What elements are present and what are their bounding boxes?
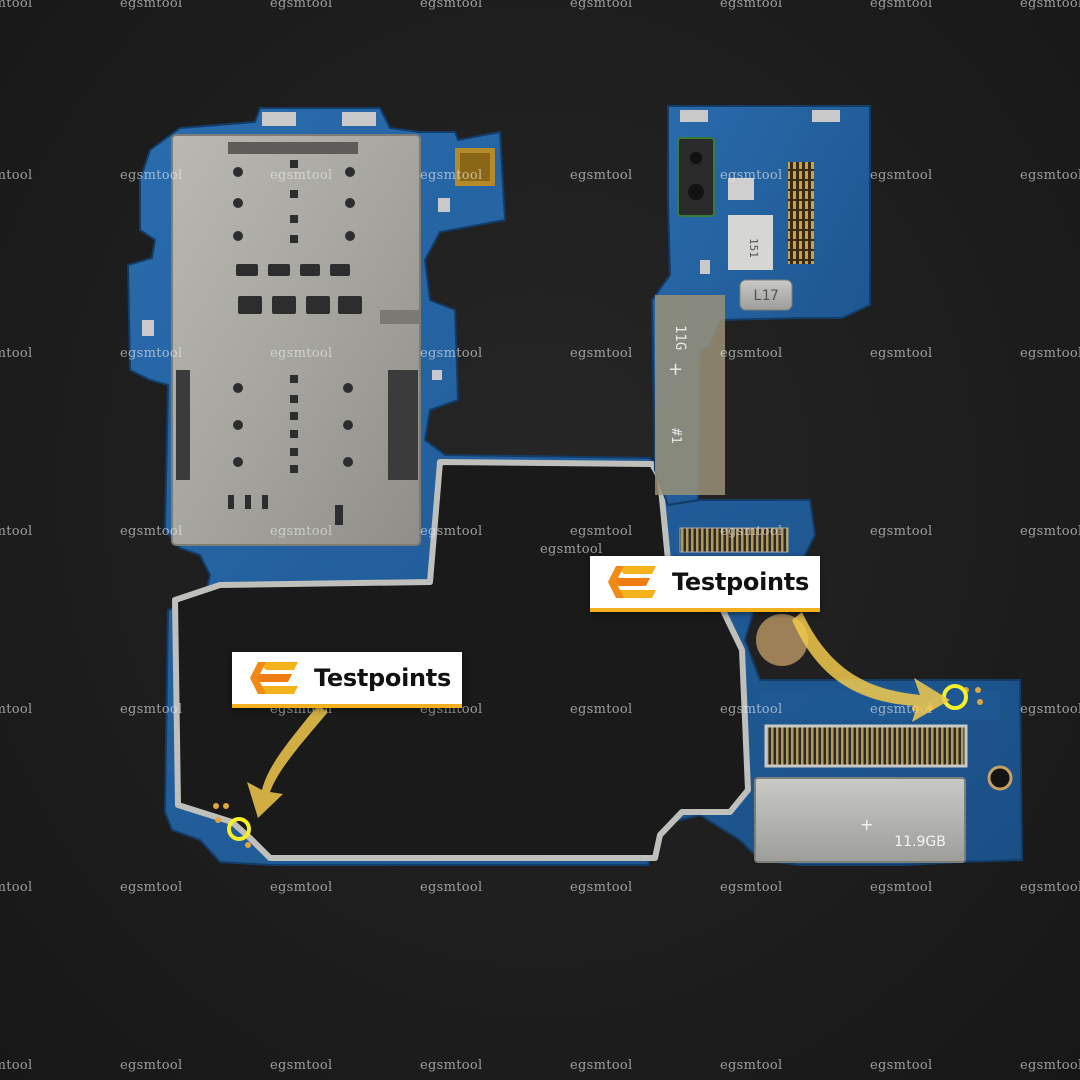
flex-hash-mark: #1: [668, 428, 683, 444]
flex-strip: [655, 295, 725, 495]
svg-text:+: +: [668, 359, 683, 380]
chip-151-mark: 151: [747, 238, 760, 258]
flex-text-mark: 11G: [672, 325, 688, 350]
top-connector: [679, 527, 789, 553]
chip-l-mark: L17: [753, 288, 778, 304]
svg-text:+: +: [860, 815, 873, 834]
shield-text-mark: 11.9GB: [894, 834, 946, 850]
board-to-board-connector: [764, 724, 968, 768]
testpoint-ring-left: [227, 817, 251, 841]
testpoints-logo-icon: [608, 566, 656, 598]
testpoints-logo-icon: [250, 662, 298, 694]
testpoints-label-left: Testpoints: [232, 652, 462, 708]
testpoints-label-right: Testpoints: [590, 556, 820, 612]
rf-shield: [754, 777, 966, 863]
testpoints-label-text-left: Testpoints: [314, 664, 451, 692]
testpoints-label-text-right: Testpoints: [672, 568, 809, 596]
